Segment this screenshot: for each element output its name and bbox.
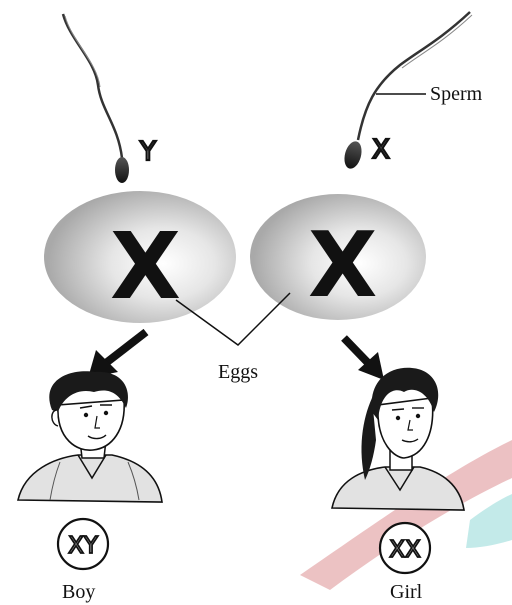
egg-right-chromosome: X	[308, 213, 377, 318]
sperm-right-head	[342, 139, 365, 170]
sperm-left-head	[115, 157, 129, 183]
sperm-left-tail	[63, 14, 122, 158]
egg-left-chromosome: X	[110, 213, 181, 320]
girl-figure	[332, 368, 464, 510]
girl-label: Girl	[390, 581, 423, 603]
egg-right: X	[250, 194, 426, 320]
girl-chromosome-label: XX	[389, 537, 421, 563]
sperm-right-chromosome: X	[372, 135, 390, 165]
sperm-label: Sperm	[430, 83, 483, 105]
eggs-label: Eggs	[218, 361, 258, 383]
arrow-left	[88, 332, 146, 378]
boy-chromosome-label: XY	[68, 533, 99, 559]
egg-left: X	[44, 191, 236, 323]
sperm-left	[63, 14, 129, 183]
arrow-right	[344, 338, 384, 380]
sperm-left-chromosome: Y	[139, 137, 156, 167]
boy-figure	[18, 371, 162, 502]
boy-label: Boy	[62, 581, 95, 603]
